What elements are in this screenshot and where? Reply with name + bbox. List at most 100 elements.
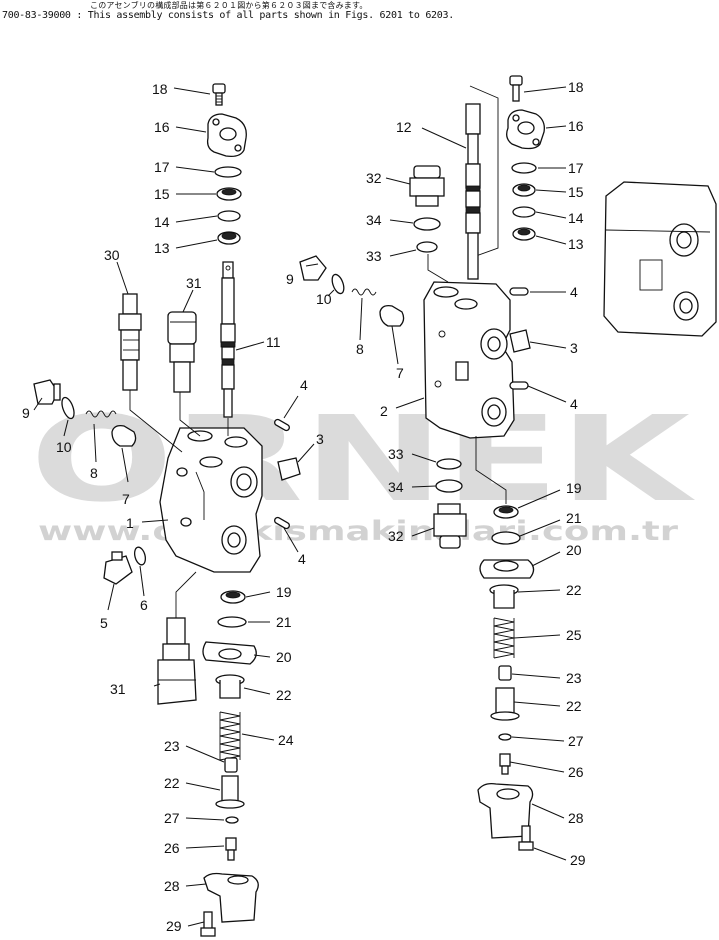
part-23-stopper-right <box>498 665 512 681</box>
callout-17-left: 17 <box>154 159 170 175</box>
callout-9-left: 9 <box>22 405 30 421</box>
callout-20-right: 20 <box>566 542 582 558</box>
part-14-washer-right <box>512 206 536 218</box>
callout-3-left: 3 <box>316 431 324 447</box>
part-22-retainer-left-b <box>215 775 245 809</box>
callout-22-left-a: 22 <box>276 687 292 703</box>
callout-11: 11 <box>266 334 281 350</box>
part-1-valve-body <box>159 427 263 573</box>
part-9-plug-left <box>33 379 61 405</box>
callout-4-left-upper: 4 <box>300 377 308 393</box>
part-16-flange-right <box>506 109 545 150</box>
callout-17-right: 17 <box>568 160 584 176</box>
part-12-spool-right <box>465 85 499 280</box>
part-32-plug-upper <box>409 165 445 207</box>
callout-21-left: 21 <box>276 614 292 630</box>
callout-23-left: 23 <box>164 738 180 754</box>
callout-7-right: 7 <box>396 365 404 381</box>
part-13-seal-left <box>217 231 241 245</box>
callout-5: 5 <box>100 615 108 631</box>
callout-15-left: 15 <box>154 186 170 202</box>
part-22-retainer-left-a <box>215 674 245 699</box>
callout-16-left: 16 <box>154 119 170 135</box>
part-29-bolt-left <box>200 911 216 937</box>
callout-6: 6 <box>140 597 148 613</box>
part-4-seal-right-upper <box>509 287 529 296</box>
part-4-seal-right-lower <box>509 381 529 390</box>
part-29-bolt-right <box>518 825 534 851</box>
callout-4-left-lower: 4 <box>298 551 306 567</box>
part-10-oring-left <box>61 396 75 420</box>
part-28-cover-left <box>203 872 259 923</box>
part-21-oring-left <box>217 616 247 628</box>
callout-18-left: 18 <box>152 81 168 97</box>
part-7-poppet-right <box>379 304 405 327</box>
part-17-oring-left <box>214 166 242 178</box>
part-15-ring-left <box>216 187 242 201</box>
callout-31-lower: 31 <box>110 681 126 697</box>
part-20-flange-left <box>202 641 257 665</box>
callout-28-right: 28 <box>568 810 584 826</box>
part-34-oring-lower <box>435 479 463 493</box>
part-9-plug-right <box>299 255 327 281</box>
part-33-oring-lower <box>436 458 462 470</box>
callout-32-upper: 32 <box>366 170 382 186</box>
part-24-spring-left <box>219 711 241 761</box>
part-20-flange-right <box>479 559 535 579</box>
callout-12: 12 <box>396 119 412 135</box>
callout-2: 2 <box>380 403 388 419</box>
right-top-stack <box>409 75 545 280</box>
callout-4-right-lower: 4 <box>570 396 578 412</box>
callout-4-right-upper: 4 <box>570 284 578 300</box>
callout-31-upper: 31 <box>186 275 202 291</box>
part-18-bolt-right <box>509 75 523 102</box>
callout-26-left: 26 <box>164 840 180 856</box>
part-5-plug <box>103 551 133 585</box>
callout-24: 24 <box>278 732 294 748</box>
leader-lines <box>33 86 567 927</box>
part-33-oring-upper <box>416 241 438 253</box>
part-15-ring-right <box>512 183 536 197</box>
part-31-valve-lower <box>157 617 197 705</box>
english-note: 700-83-39000 : This assembly consists of… <box>2 10 454 21</box>
callout-27-left: 27 <box>164 810 180 826</box>
callout-21-right: 21 <box>566 510 582 526</box>
part-23-stopper-left <box>224 757 238 773</box>
callout-28-left: 28 <box>164 878 180 894</box>
part-28-cover-right <box>477 782 534 839</box>
part-17-oring-right <box>511 162 537 174</box>
right-bottom-stack <box>433 458 535 851</box>
part-21-oring-right <box>491 531 521 545</box>
callout-33-upper: 33 <box>366 248 382 264</box>
callout-18-right: 18 <box>568 79 584 95</box>
part-22-retainer-right-a <box>489 584 519 609</box>
part-8-spring-right <box>351 288 377 296</box>
japanese-note: このアセンブリの構成部品は第６２０１図から第６２０３図まで含みます。 <box>90 1 368 10</box>
callout-labels: 18 16 17 15 14 13 11 30 31 9 10 8 7 1 5 … <box>22 79 586 934</box>
callout-32-lower: 32 <box>388 528 404 544</box>
part-26-bolt-right <box>499 753 511 775</box>
callout-9-right: 9 <box>286 271 294 287</box>
watermark-brand: ORNEK <box>30 390 697 528</box>
callout-34-lower: 34 <box>388 479 404 495</box>
callout-10-right: 10 <box>316 291 332 307</box>
part-19-ring-right <box>493 505 519 519</box>
watermark-url: www.ornekismakinalari.com.tr <box>38 516 679 547</box>
callout-13-left: 13 <box>154 240 170 256</box>
part-8-spring-left <box>85 410 117 418</box>
callout-14-left: 14 <box>154 214 170 230</box>
callout-23-right: 23 <box>566 670 582 686</box>
callout-19-right: 19 <box>566 480 582 496</box>
callout-19-left: 19 <box>276 584 292 600</box>
callout-22-right-a: 22 <box>566 582 582 598</box>
part-32-plug-lower <box>433 503 467 549</box>
callout-10-left: 10 <box>56 439 72 455</box>
part-22-retainer-right-b <box>490 687 520 721</box>
callout-3-right: 3 <box>570 340 578 356</box>
watermark: ORNEK www.ornekismakinalari.com.tr <box>30 390 697 547</box>
part-10-oring-right <box>331 273 345 295</box>
callout-15-right: 15 <box>568 184 584 200</box>
part-2-valve-body <box>423 281 515 439</box>
callout-13-right: 13 <box>568 236 584 252</box>
